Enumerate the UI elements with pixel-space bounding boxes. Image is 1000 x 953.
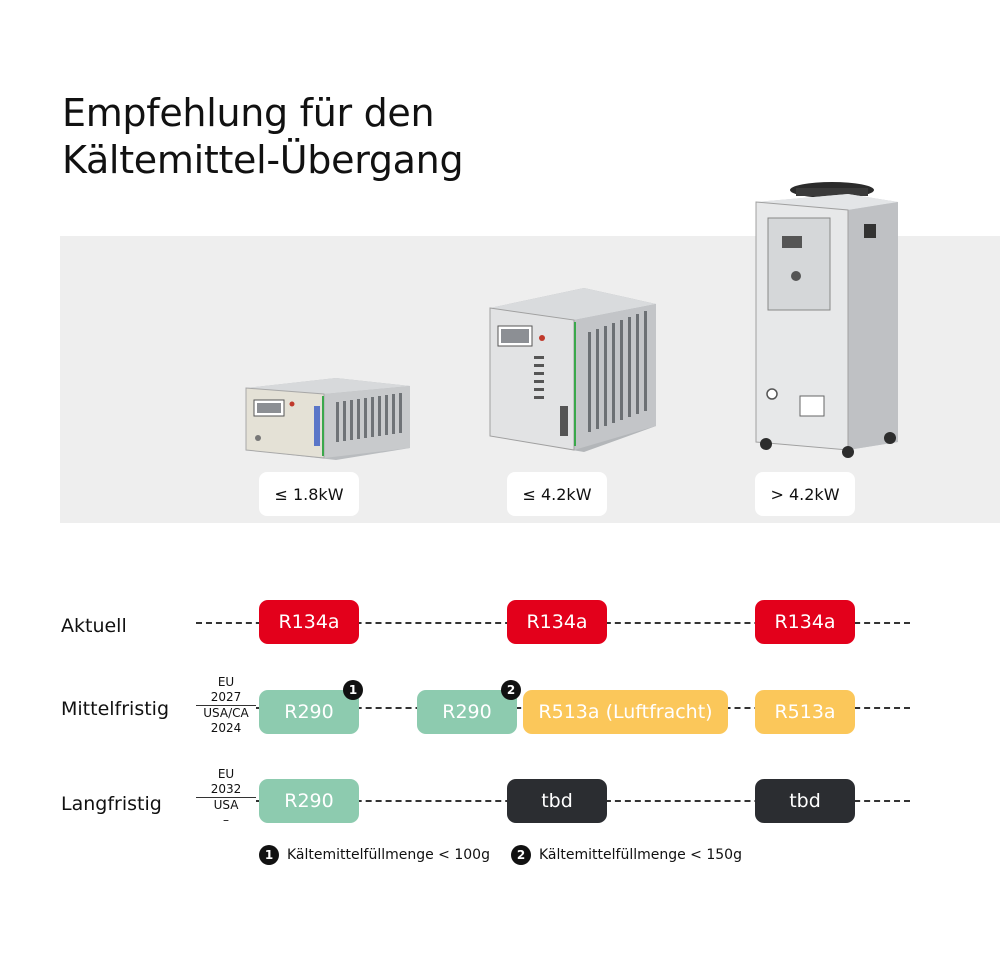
footnote-marker-1: 1 (343, 680, 363, 700)
region-label: EU (217, 675, 235, 689)
refrigerant-badge: R134a (259, 600, 359, 644)
row-label-long: Langfristig (61, 793, 162, 815)
device-capacity-label: > 4.2kW (755, 472, 855, 516)
region-label: USA/CA (196, 705, 256, 721)
refrigerant-badge: R513a (Luftfracht) (523, 690, 728, 734)
refrigerant-badge: tbd (507, 779, 607, 823)
region-years-long: EU 2032 USA – (196, 767, 256, 828)
footnote-marker-1: 1 (259, 845, 279, 865)
footnote-1: 1 Kältemittelfüllmenge < 100g (259, 845, 490, 865)
refrigerant-badge: R134a (755, 600, 855, 644)
region-year: – (223, 813, 229, 827)
page-title: Empfehlung für den Kältemittel-Übergang (62, 90, 464, 184)
region-year: 2027 (210, 690, 242, 704)
refrigerant-badge: R290 (417, 690, 517, 734)
region-label: EU (217, 767, 235, 781)
refrigerant-badge: R290 (259, 690, 359, 734)
page-title-line-2: Kältemittel-Übergang (62, 138, 464, 182)
footnote-text: Kältemittelfüllmenge < 150g (539, 847, 742, 863)
region-year: 2024 (210, 721, 242, 735)
footnote-marker-2: 2 (501, 680, 521, 700)
medium-chiller-image (489, 288, 656, 452)
device-capacity-label: ≤ 1.8kW (259, 472, 359, 516)
large-chiller-image (755, 182, 898, 458)
refrigerant-badge: R134a (507, 600, 607, 644)
page-title-line-1: Empfehlung für den (62, 91, 435, 135)
footnote-2: 2 Kältemittelfüllmenge < 150g (511, 845, 742, 865)
small-chiller-image (245, 378, 410, 460)
refrigerant-badge: tbd (755, 779, 855, 823)
region-years-mid: EU 2027 USA/CA 2024 (196, 675, 256, 736)
footnote-text: Kältemittelfüllmenge < 100g (287, 847, 490, 863)
region-year: 2032 (210, 782, 242, 796)
refrigerant-badge: R513a (755, 690, 855, 734)
device-capacity-label: ≤ 4.2kW (507, 472, 607, 516)
footnote-marker-2: 2 (511, 845, 531, 865)
region-label: USA (196, 797, 256, 813)
row-label-current: Aktuell (61, 615, 127, 637)
row-label-mid: Mittelfristig (61, 698, 170, 720)
refrigerant-badge: R290 (259, 779, 359, 823)
